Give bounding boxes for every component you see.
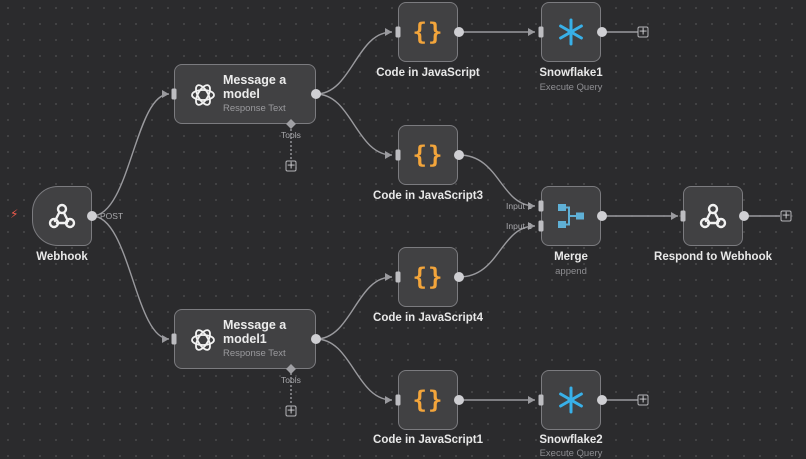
respond-webhook-output-handle[interactable] [739, 211, 749, 221]
message-model-tools-label: Tools [281, 130, 301, 140]
code-js3-node[interactable]: {} [398, 125, 458, 185]
code-js1-input-port[interactable] [395, 394, 401, 406]
snowflake2-label: Snowflake2 [539, 434, 603, 446]
snowflake2-add-button[interactable]: + [637, 392, 649, 406]
openai-icon [185, 77, 221, 113]
edge-webhook-message [91, 93, 170, 217]
snowflake2-subtitle: Execute Query [539, 448, 603, 459]
openai-icon [185, 322, 221, 358]
code-js3-label: Code in JavaScript3 [373, 190, 483, 202]
message-model1-tools-add-button[interactable]: + [285, 403, 297, 417]
webhook-method-label: POST [100, 211, 124, 221]
webhook-output-handle[interactable] [87, 211, 97, 221]
merge-input2-label: Input 2 [506, 221, 532, 231]
snowflake2-input-port[interactable] [538, 394, 544, 406]
snowflake1-add-button[interactable]: + [637, 24, 649, 38]
code-js4-input-port[interactable] [395, 271, 401, 283]
respond-webhook-node[interactable] [683, 186, 743, 246]
snowflake-icon [542, 371, 600, 429]
code-js4-node[interactable]: {} [398, 247, 458, 307]
code-js4-output-handle[interactable] [454, 272, 464, 282]
message-model-output-handle[interactable] [311, 89, 321, 99]
code-js3-input-port[interactable] [395, 149, 401, 161]
message-model-title: Message a model [223, 73, 287, 101]
code-js3-output-handle[interactable] [454, 150, 464, 160]
message-model-tools-add-button[interactable]: + [285, 158, 297, 172]
edge-message1-code4 [315, 276, 393, 340]
message-model1-node[interactable]: Message a model1 Response Text [174, 309, 316, 369]
code-js1-node[interactable]: {} [398, 370, 458, 430]
merge-subtitle: append [555, 266, 587, 277]
message-model1-subtitle: Response Text [223, 348, 286, 359]
code-js4-label: Code in JavaScript4 [373, 312, 483, 324]
snowflake-icon [542, 3, 600, 61]
code-braces-icon: {} [412, 386, 444, 414]
code-js-node[interactable]: {} [398, 2, 458, 62]
snowflake1-output-handle[interactable] [597, 27, 607, 37]
merge-icon [542, 187, 600, 245]
message-model1-output-handle[interactable] [311, 334, 321, 344]
snowflake2-output-handle[interactable] [597, 395, 607, 405]
message-model1-title: Message a model1 [223, 318, 287, 346]
merge-input2-port[interactable] [538, 220, 544, 232]
message-model1-input-port[interactable] [171, 333, 177, 345]
code-js1-output-handle[interactable] [454, 395, 464, 405]
message-model1-tools-label: Tools [281, 375, 301, 385]
webhook-node[interactable] [32, 186, 92, 246]
edge-code4-merge [458, 225, 536, 278]
code-braces-icon: {} [412, 263, 444, 291]
code-braces-icon: {} [412, 141, 444, 169]
code-js-input-port[interactable] [395, 26, 401, 38]
snowflake2-node[interactable] [541, 370, 601, 430]
webhook-label: Webhook [36, 251, 88, 263]
message-model-input-port[interactable] [171, 88, 177, 100]
respond-webhook-label: Respond to Webhook [654, 251, 772, 263]
merge-input1-label: Input 1 [506, 201, 532, 211]
merge-output-handle[interactable] [597, 211, 607, 221]
edge-message-code3 [315, 93, 393, 156]
merge-input1-port[interactable] [538, 200, 544, 212]
webhook-icon [684, 187, 742, 245]
respond-webhook-input-port[interactable] [680, 210, 686, 222]
code-js-output-handle[interactable] [454, 27, 464, 37]
trigger-bolt-icon: ⚡ [10, 207, 19, 221]
edge-message1-code1 [315, 338, 393, 401]
message-model-node[interactable]: Message a model Response Text [174, 64, 316, 124]
edge-message-code [315, 31, 393, 95]
merge-node[interactable] [541, 186, 601, 246]
code-js-label: Code in JavaScript [376, 67, 480, 79]
respond-webhook-add-button[interactable]: + [780, 208, 792, 222]
code-js1-label: Code in JavaScript1 [373, 434, 483, 446]
snowflake1-input-port[interactable] [538, 26, 544, 38]
message-model-subtitle: Response Text [223, 103, 286, 114]
edge-webhook-message1 [91, 215, 170, 340]
snowflake1-label: Snowflake1 [539, 67, 603, 79]
snowflake1-subtitle: Execute Query [539, 82, 603, 93]
code-braces-icon: {} [412, 18, 444, 46]
merge-label: Merge [554, 251, 588, 263]
webhook-icon [33, 187, 91, 245]
snowflake1-node[interactable] [541, 2, 601, 62]
